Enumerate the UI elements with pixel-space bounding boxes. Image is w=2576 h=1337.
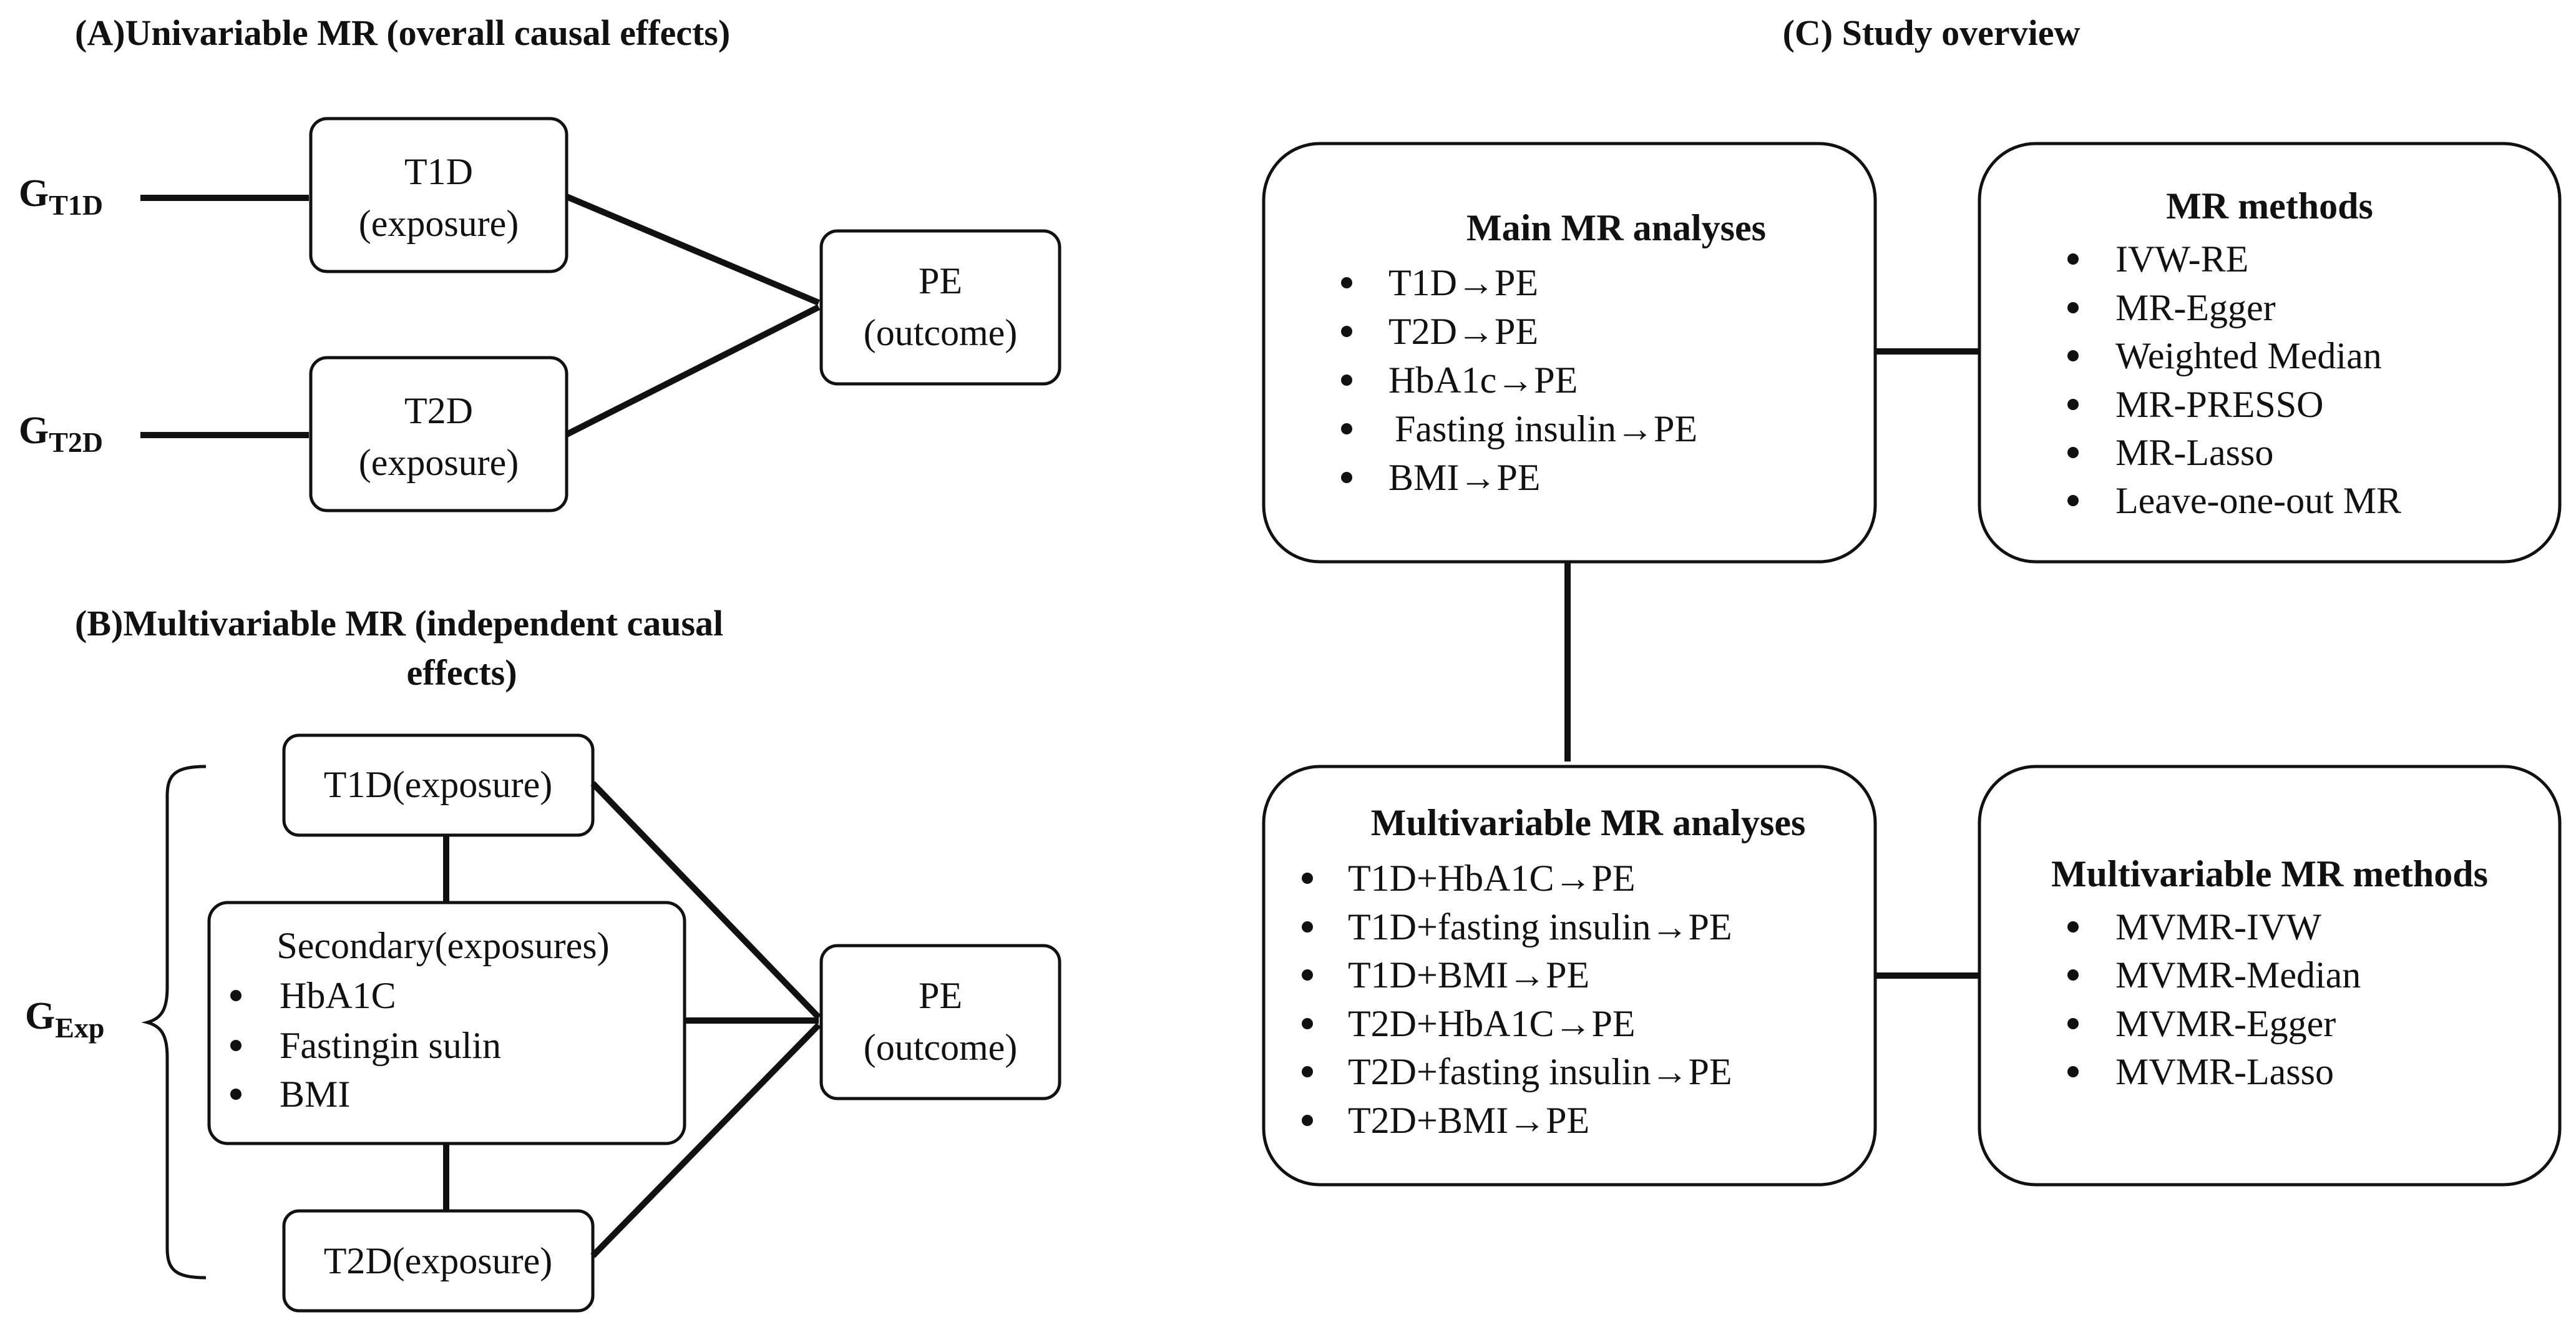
method-item: IVW-RE	[2115, 238, 2248, 280]
t2d-box-a-line1: T2D	[404, 390, 473, 431]
bullet	[2067, 302, 2079, 313]
secondary-item: Fastingin sulin	[280, 1025, 501, 1066]
arrow-t1d-to-pe	[565, 193, 820, 306]
bullet	[2067, 495, 2079, 506]
bullet	[2067, 253, 2079, 265]
mv-methods-items: MVMR-IVW MVMR-Median MVMR-Egger MVMR-Las…	[2067, 906, 2361, 1092]
panel-a-title: (A)Univariable MR (overall causal effect…	[75, 12, 730, 53]
multivariable-mr-analyses-box	[1262, 765, 1877, 1187]
g-t2d-label: GT2D	[19, 409, 103, 458]
t2d-exposure-box-a	[309, 356, 568, 512]
panel-a: (A)Univariable MR (overall causal effect…	[19, 12, 1061, 512]
methods-items: IVW-RE MR-Egger Weighted Median MR-PRESS…	[2067, 238, 2401, 521]
g-t1d-label: GT1D	[19, 172, 103, 221]
main-item: HbA1c→PE	[1388, 360, 1578, 401]
t2d-exposure-box-b	[282, 1209, 595, 1313]
bullet	[1341, 277, 1352, 288]
bullet	[1341, 423, 1352, 434]
method-item: Weighted Median	[2115, 335, 2382, 376]
pe-box-a-line1: PE	[919, 260, 962, 301]
g-exp-label: GExp	[25, 995, 105, 1044]
mv-item: T2D+HbA1C→PE	[1348, 1003, 1636, 1044]
mv-item: T1D+HbA1C→PE	[1348, 858, 1636, 899]
mv-item: T1D+BMI→PE	[1348, 954, 1589, 996]
secondary-box-heading: Secondary(exposures)	[276, 925, 609, 966]
main-item: BMI→PE	[1388, 457, 1540, 498]
main-item: T1D→PE	[1388, 262, 1538, 303]
arrow-t2d-to-pe	[565, 304, 821, 438]
bullet	[2067, 447, 2079, 458]
mv-methods-box-heading: Multivariable MR methods	[2051, 853, 2488, 894]
pe-box-b-line2: (outcome)	[864, 1027, 1018, 1068]
bullet	[2067, 1066, 2079, 1077]
mv-method-item: MVMR-Lasso	[2115, 1051, 2334, 1092]
method-item: MR-Lasso	[2115, 432, 2273, 473]
main-item: T2D→PE	[1388, 311, 1538, 352]
mv-method-item: MVMR-IVW	[2115, 906, 2321, 948]
pe-outcome-box-a	[819, 229, 1061, 386]
bullet	[1341, 472, 1352, 483]
t1d-box-b-label: T1D(exposure)	[324, 764, 553, 805]
arrow-t1d-to-pe-b	[590, 781, 821, 1020]
bullet	[2067, 1018, 2079, 1029]
mv-method-item: MVMR-Egger	[2115, 1003, 2336, 1044]
t1d-exposure-box-a	[309, 117, 568, 273]
t2d-box-b-label: T2D(exposure)	[324, 1240, 553, 1281]
mv-item: T2D+BMI→PE	[1348, 1100, 1589, 1141]
methods-box-heading: MR methods	[2166, 185, 2373, 227]
bullet	[2067, 969, 2079, 981]
main-items: T1D→PE T2D→PE HbA1c→PE Fasting insulin→P…	[1341, 262, 1697, 498]
main-mr-analyses-box	[1262, 142, 1877, 564]
bullet	[230, 990, 242, 1001]
secondary-item: HbA1C	[280, 975, 396, 1016]
bullet	[2067, 350, 2079, 361]
bullet	[230, 1089, 242, 1100]
mv-method-item: MVMR-Median	[2115, 954, 2361, 996]
bullet	[1302, 1018, 1313, 1029]
method-item: MR-Egger	[2115, 287, 2276, 328]
bullet	[1302, 873, 1313, 884]
mv-item: T1D+fasting insulin→PE	[1348, 906, 1732, 948]
panel-b-title-line2: effects)	[406, 652, 517, 693]
bullet	[1302, 1066, 1313, 1077]
method-item: MR-PRESSO	[2115, 384, 2323, 425]
mr-methods-box	[1978, 142, 2562, 564]
t1d-box-a-line1: T1D	[404, 151, 473, 192]
curly-brace	[141, 765, 207, 1280]
mv-items: T1D+HbA1C→PE T1D+fasting insulin→PE T1D+…	[1302, 858, 1732, 1141]
panel-c: (C) Study overview Main MR analyses T1D→…	[1262, 12, 2562, 1187]
panel-c-title: (C) Study overview	[1783, 12, 2081, 53]
pe-box-b-line1: PE	[919, 975, 962, 1016]
main-box-heading: Main MR analyses	[1466, 207, 1766, 248]
bullet	[2067, 921, 2079, 933]
secondary-items: HbA1C Fastingin sulin BMI	[230, 975, 501, 1115]
t2d-box-a-line2: (exposure)	[359, 442, 519, 483]
bullet	[1341, 326, 1352, 337]
mv-item: T2D+fasting insulin→PE	[1348, 1051, 1732, 1092]
bullet	[2067, 399, 2079, 410]
bullet	[1302, 921, 1313, 933]
panel-b-title-line1: (B)Multivariable MR (independent causal	[75, 603, 723, 644]
pe-outcome-box-b	[819, 944, 1061, 1100]
bullet	[1302, 969, 1313, 981]
arrow-t2d-to-pe-b	[590, 1022, 821, 1258]
bullet	[1341, 375, 1352, 386]
pe-box-a-line2: (outcome)	[864, 312, 1018, 353]
multivariable-mr-methods-box	[1978, 765, 2562, 1187]
method-item: Leave-one-out MR	[2115, 480, 2401, 521]
mv-box-heading: Multivariable MR analyses	[1371, 802, 1806, 843]
panel-b: (B)Multivariable MR (independent causal …	[25, 603, 1061, 1313]
bullet	[230, 1040, 242, 1051]
bullet	[1302, 1115, 1313, 1126]
t1d-box-a-line2: (exposure)	[359, 203, 519, 244]
main-item: Fasting insulin→PE	[1395, 408, 1697, 449]
secondary-item: BMI	[280, 1074, 350, 1115]
